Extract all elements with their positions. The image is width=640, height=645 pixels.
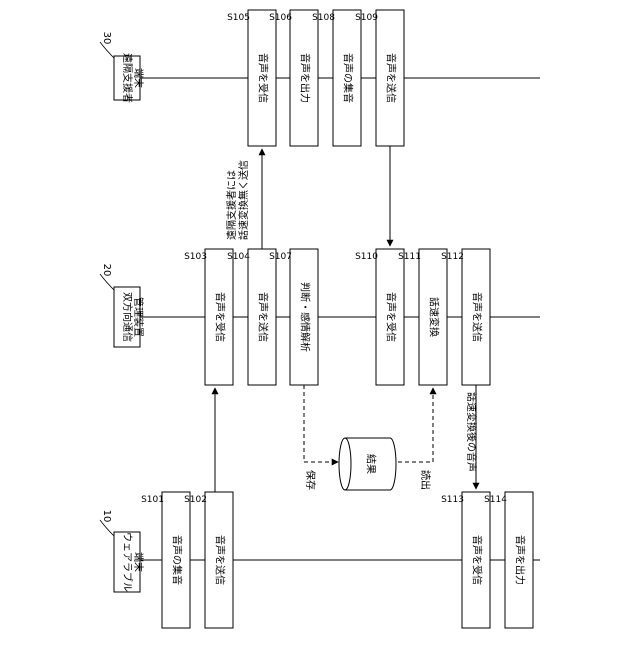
step-text-s104: 音声を送信 — [257, 292, 270, 342]
wearable-terminal-leader — [100, 520, 114, 536]
step-id-s107: S107 — [269, 252, 292, 262]
step-id-s105: S105 — [227, 13, 250, 23]
step-id-s106: S106 — [269, 13, 292, 23]
server-leader — [100, 274, 114, 290]
annotation-no-conversion-1: 遠隔支援者には — [225, 170, 238, 240]
step-text-s110: 音声を受信 — [385, 292, 398, 342]
remote-terminal-label-2: 端末 — [132, 68, 145, 88]
step-id-s111: S111 — [398, 252, 421, 262]
step-id-s112: S112 — [441, 252, 464, 262]
result-db-label: 結果 — [365, 454, 378, 474]
step-text-s107: 判断・感情解析 — [299, 282, 312, 352]
step-text-s112: 音声を送信 — [471, 292, 484, 342]
step-text-s113: 音声を受信 — [471, 535, 484, 585]
read-path — [398, 388, 433, 462]
remote-terminal-number: 30 — [101, 32, 112, 45]
step-text-s111: 話速変換 — [428, 297, 441, 337]
step-id-s114: S114 — [484, 495, 507, 505]
save-path — [304, 385, 338, 462]
wearable-terminal-label-2: 端末 — [132, 552, 145, 572]
server-label-2: 管理装置 — [132, 297, 145, 337]
step-id-s104: S104 — [227, 252, 250, 262]
step-id-s108: S108 — [312, 13, 335, 23]
step-id-s113: S113 — [441, 495, 464, 505]
wearable-terminal-number: 10 — [101, 510, 112, 523]
step-text-s108: 音声の集音 — [342, 53, 355, 103]
step-text-s109: 音声を送信 — [385, 53, 398, 103]
step-text-s101: 音声の集音 — [171, 535, 184, 585]
step-id-s101: S101 — [141, 495, 164, 505]
step-text-s103: 音声を受信 — [214, 292, 227, 342]
remote-terminal-leader — [100, 42, 114, 58]
server-number: 20 — [101, 264, 112, 277]
step-id-s109: S109 — [355, 13, 378, 23]
step-id-s103: S103 — [184, 252, 207, 262]
annotation-no-conversion-2: 話速変換無く送信 — [237, 160, 250, 240]
step-text-s106: 音声を出力 — [299, 53, 312, 103]
annotation-save: 保存 — [304, 470, 317, 490]
annotation-read: 読出 — [419, 470, 432, 490]
step-text-s102: 音声を送信 — [214, 535, 227, 585]
step-id-s102: S102 — [184, 495, 207, 505]
step-text-s105: 音声を受信 — [257, 53, 270, 103]
annotation-converted-voice: 話速変換後の音声 — [465, 392, 478, 472]
step-text-s114: 音声を出力 — [514, 535, 527, 585]
step-id-s110: S110 — [355, 252, 378, 262]
